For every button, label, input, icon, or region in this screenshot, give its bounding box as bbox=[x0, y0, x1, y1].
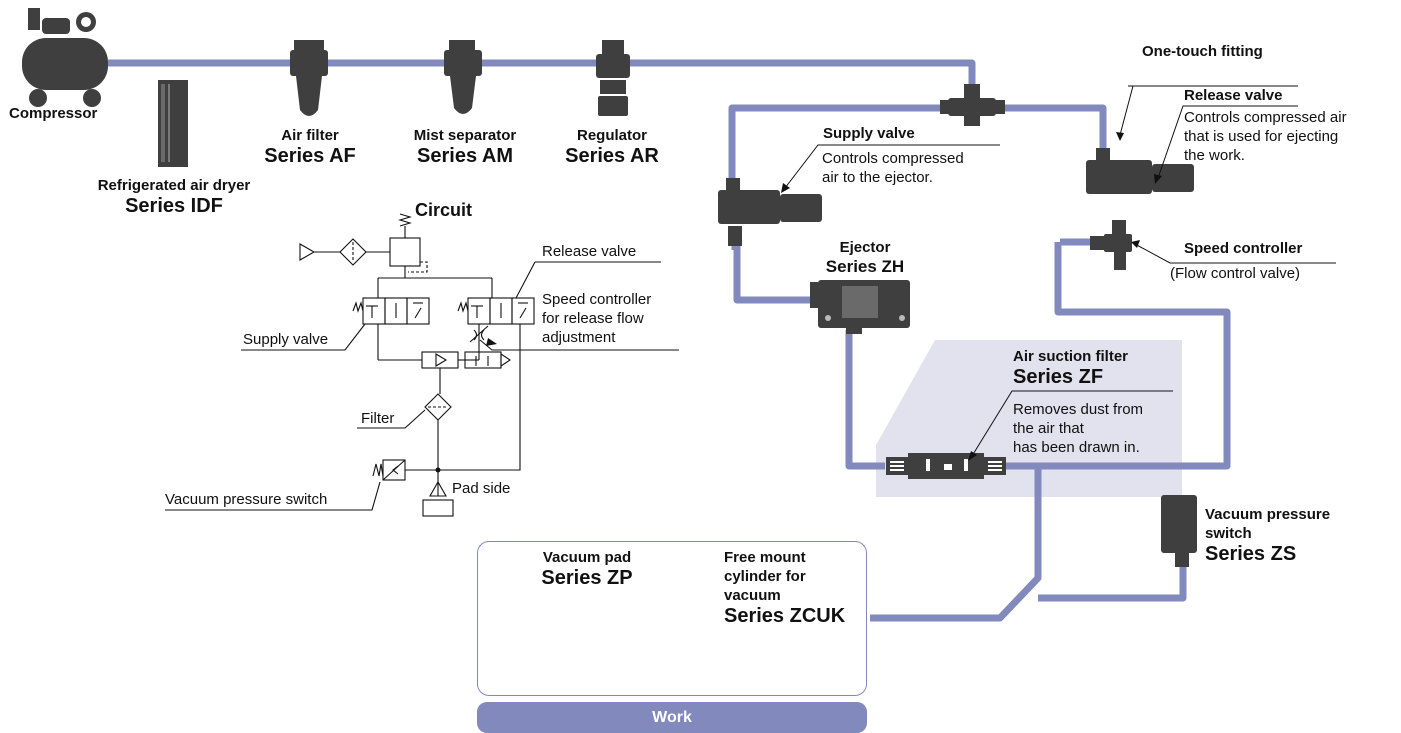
work-bar: Work bbox=[477, 702, 867, 733]
supply-valve-desc: Controls compressed air to the ejector. bbox=[822, 149, 964, 187]
release-valve-icon bbox=[1086, 148, 1194, 194]
speed-controller-sub: (Flow control valve) bbox=[1170, 265, 1301, 282]
vacuum-pad-label: Vacuum pad Series ZP bbox=[522, 548, 652, 589]
air-suction-filter-desc: Removes dust from the air that has been … bbox=[1013, 400, 1143, 457]
supply-valve-desc-line1: Controls compressed bbox=[822, 150, 964, 167]
free-mount-cylinder-line2: cylinder for bbox=[724, 568, 806, 585]
vacuum-pressure-switch-name-line2: switch bbox=[1205, 525, 1252, 542]
supply-valve-icon bbox=[718, 178, 822, 246]
ejector-label: Ejector Series ZH bbox=[800, 238, 930, 276]
work-area-box bbox=[477, 541, 867, 696]
circuit-supply-valve-label: Supply valve bbox=[243, 331, 329, 348]
release-valve-desc-line3: the work. bbox=[1184, 147, 1245, 164]
mist-separator-icon bbox=[444, 40, 482, 114]
one-touch-fitting-label: One-touch fitting bbox=[1142, 43, 1263, 60]
vacuum-pressure-switch-icon bbox=[1161, 495, 1197, 567]
ejector-name: Ejector bbox=[839, 239, 891, 256]
mist-separator-series: Series AM bbox=[417, 145, 513, 167]
release-valve-desc: Controls compressed air that is used for… bbox=[1184, 108, 1347, 165]
mist-separator-label: Mist separator Series AM bbox=[390, 126, 540, 167]
regulator-label: Regulator Series AR bbox=[552, 126, 672, 167]
supply-valve-title: Supply valve bbox=[823, 125, 915, 142]
circuit-speed-controller-label: Speed controller for release flow adjust… bbox=[542, 290, 651, 347]
vacuum-pad-series: Series ZP bbox=[541, 567, 633, 589]
air-suction-filter-label: Air suction filter Series ZF bbox=[1013, 347, 1128, 388]
air-suction-filter-series: Series ZF bbox=[1013, 366, 1104, 388]
compressor-icon bbox=[22, 8, 108, 107]
supply-valve-desc-line2: air to the ejector. bbox=[822, 169, 933, 186]
regulator-series: Series AR bbox=[565, 145, 659, 167]
tee-fitting-icon bbox=[940, 84, 1005, 126]
ejector-icon bbox=[810, 280, 910, 334]
vacuum-pad-name: Vacuum pad bbox=[542, 549, 632, 566]
dryer-series: Series IDF bbox=[125, 195, 223, 217]
circuit-title: Circuit bbox=[415, 200, 473, 220]
release-valve-desc-line1: Controls compressed air bbox=[1184, 109, 1347, 126]
free-mount-cylinder-label: Free mount cylinder for vacuum Series ZC… bbox=[724, 548, 845, 627]
circuit-junctions bbox=[435, 338, 497, 473]
dryer-name: Refrigerated air dryer bbox=[97, 177, 251, 194]
circuit-speed-controller-line3: adjustment bbox=[542, 329, 616, 346]
mist-separator-name: Mist separator bbox=[413, 127, 517, 144]
ejector-series: Series ZH bbox=[825, 257, 905, 276]
vacuum-pressure-switch-series: Series ZS bbox=[1205, 543, 1297, 565]
vacuum-pressure-switch-name-line1: Vacuum pressure bbox=[1205, 506, 1331, 523]
air-filter-icon bbox=[290, 40, 328, 116]
compressor-label: Compressor bbox=[9, 105, 98, 122]
circuit-filter-label: Filter bbox=[361, 410, 395, 427]
air-suction-filter-name: Air suction filter bbox=[1013, 348, 1129, 365]
air-filter-name: Air filter bbox=[281, 127, 339, 144]
free-mount-cylinder-series: Series ZCUK bbox=[724, 605, 846, 627]
circuit-speed-controller-line1: Speed controller bbox=[542, 291, 652, 308]
leader-arrows bbox=[781, 132, 1162, 461]
free-mount-cylinder-line1: Free mount bbox=[724, 549, 806, 566]
dryer-icon bbox=[158, 80, 188, 167]
circuit-pad-side-label: Pad side bbox=[452, 480, 511, 497]
dryer-label: Refrigerated air dryer Series IDF bbox=[79, 176, 269, 217]
air-suction-filter-desc-line3: has been drawn in. bbox=[1013, 439, 1140, 456]
circuit-speed-controller-line2: for release flow bbox=[542, 310, 644, 327]
vacuum-pressure-switch-label: Vacuum pressure switch Series ZS bbox=[1205, 505, 1330, 565]
speed-controller-title: Speed controller bbox=[1184, 240, 1303, 257]
release-valve-desc-line2: that is used for ejecting bbox=[1184, 128, 1339, 145]
leader-lines bbox=[784, 85, 1336, 457]
regulator-name: Regulator bbox=[576, 127, 647, 144]
circuit-release-valve-label: Release valve bbox=[542, 243, 637, 260]
air-suction-filter-desc-line1: Removes dust from bbox=[1013, 401, 1144, 418]
air-filter-label: Air filter Series AF bbox=[250, 126, 370, 167]
circuit-vacuum-switch-label: Vacuum pressure switch bbox=[165, 491, 328, 508]
air-suction-filter-desc-line2: the air that bbox=[1013, 420, 1084, 437]
air-filter-series: Series AF bbox=[264, 145, 356, 167]
speed-controller-icon bbox=[1090, 220, 1132, 270]
regulator-icon bbox=[596, 40, 630, 116]
free-mount-cylinder-line3: vacuum bbox=[724, 587, 781, 604]
circuit-diagram bbox=[165, 213, 679, 517]
release-valve-title: Release valve bbox=[1184, 87, 1283, 104]
